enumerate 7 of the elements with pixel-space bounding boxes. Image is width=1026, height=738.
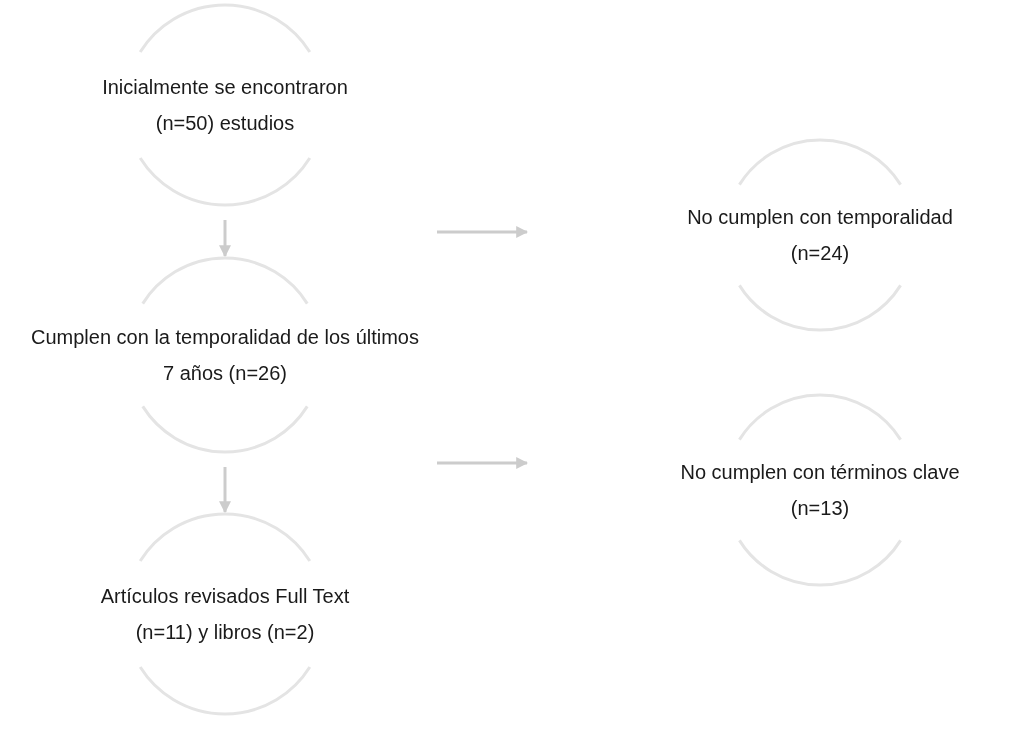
arrow <box>219 467 231 514</box>
arrow <box>219 220 231 258</box>
node-label: Cumplen con la temporalidad de los últimos 7 años (n=26) <box>30 325 420 386</box>
node-label: No cumplen con términos clave (n=13) <box>679 460 961 521</box>
node-label: Artículos revisados Full Text (n=11) y libros (n=2) <box>99 584 351 645</box>
node-label: No cumplen con temporalidad (n=24) <box>686 205 954 266</box>
node-label: Inicialmente se encontraron (n=50) estudios <box>101 75 349 136</box>
